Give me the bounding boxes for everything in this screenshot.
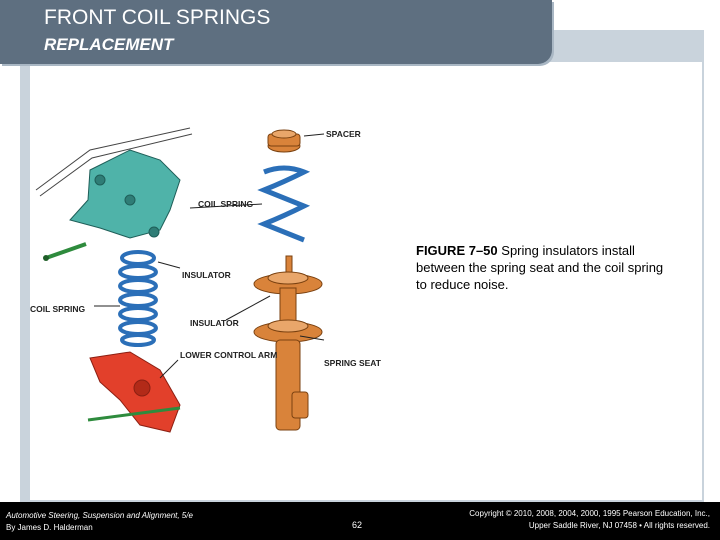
page-number: 62	[352, 520, 363, 530]
figure-caption: FIGURE 7–50 Spring insulators install be…	[416, 242, 666, 293]
lower-control-arm	[89, 351, 181, 433]
footer-copyright-line: Copyright © 2010, 2008, 2004, 2000, 1995…	[469, 509, 710, 518]
slide-title: FRONT COIL SPRINGS	[44, 6, 271, 29]
footer-address-line: Upper Saddle River, NJ 07458 • All right…	[528, 521, 710, 530]
footer-copyright: Copyright © 2010, 2008, 2004, 2000, 1995…	[469, 508, 710, 532]
strut-assembly	[253, 255, 323, 431]
frame-rail	[35, 127, 193, 197]
coil-spring-right	[257, 165, 311, 243]
label-lower-control-arm: LOWER CONTROL ARM	[180, 350, 277, 360]
title-bar: FRONT COIL SPRINGS REPLACEMENT	[0, 0, 552, 64]
label-insulator-1: INSULATOR	[182, 270, 231, 280]
upper-mount	[69, 149, 181, 239]
label-coil-spring-top: COIL SPRING	[198, 199, 253, 209]
label-spring-seat: SPRING SEAT	[324, 358, 382, 368]
footer-book-title: Automotive Steering, Suspension and Alig…	[6, 511, 193, 520]
mount-bolt	[43, 242, 87, 261]
label-spacer: SPACER	[326, 129, 361, 139]
label-coil-spring-left: COIL SPRING	[30, 304, 85, 314]
footer-bar: Automotive Steering, Suspension and Alig…	[0, 502, 720, 540]
footer-author: By James D. Halderman	[6, 523, 93, 532]
coil-spring-left	[118, 250, 158, 347]
control-arm-bolt	[87, 406, 181, 422]
caption-text: Spring insulators install between the sp…	[416, 243, 664, 292]
label-insulator-2: INSULATOR	[190, 318, 239, 328]
caption-figure-number: FIGURE 7–50	[416, 243, 498, 258]
label-coil-spring-top-text: COIL SPRING	[198, 199, 253, 209]
spacer	[267, 129, 301, 153]
leader-lines	[94, 133, 325, 379]
slide-subtitle: REPLACEMENT	[44, 35, 174, 54]
coil-spring-illustration: SPACER COIL SPRING INSULATOR COIL SPRING…	[30, 127, 382, 433]
footer-book-info: Automotive Steering, Suspension and Alig…	[6, 510, 193, 534]
